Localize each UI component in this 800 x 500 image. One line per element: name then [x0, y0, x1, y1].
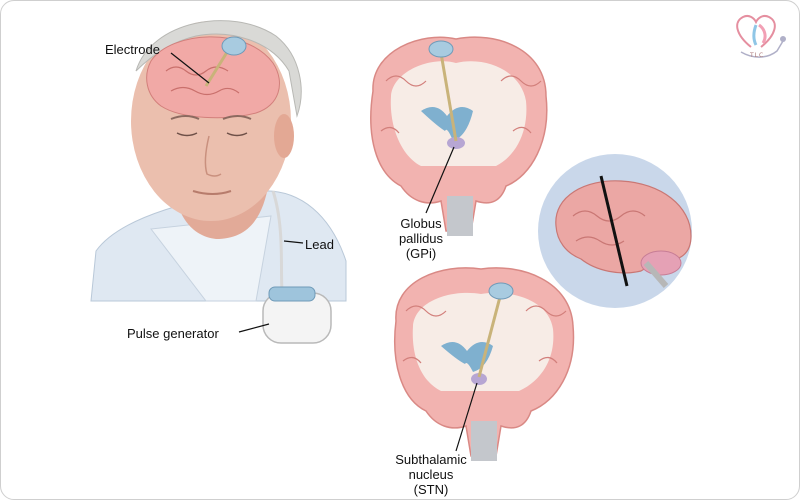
gpi-leader — [425, 146, 455, 214]
label-gpi-line1: Globus — [400, 216, 442, 231]
brain-section-stn — [394, 267, 575, 461]
patient-hair — [135, 20, 302, 118]
patient-illustration — [90, 20, 347, 344]
label-stn-line3: (STN) — [413, 482, 449, 497]
label-electrode: Electrode — [105, 42, 160, 57]
gpi-electrode-lead — [439, 52, 458, 142]
label-lead: Lead — [305, 237, 334, 252]
head-electrode-disc — [221, 36, 247, 56]
pulse-generator-leader — [238, 323, 270, 333]
inset-section-line — [599, 175, 629, 287]
label-gpi-line2: pallidus — [398, 231, 444, 246]
electrode-leader — [170, 52, 210, 84]
brain-section-gpi — [370, 36, 548, 236]
label-pulse-generator: Pulse generator — [127, 326, 219, 341]
logo-text: TLC — [750, 52, 765, 59]
label-gpi: Globus pallidus (GPi) — [381, 216, 461, 261]
inset-brain-side-view — [538, 154, 692, 308]
pulse-generator-device — [262, 286, 332, 344]
label-stn: Subthalamic nucleus (STN) — [386, 452, 476, 497]
ventricle-stn — [441, 342, 493, 372]
label-stn-line1: Subthalamic — [395, 452, 467, 467]
label-gpi-line3: (GPi) — [405, 246, 437, 261]
stn-leader — [455, 382, 478, 452]
stn-electrode-lead — [477, 292, 503, 378]
lead-leader — [283, 240, 304, 244]
heart-stethoscope-logo-icon — [736, 14, 786, 58]
ventricle-gpi — [421, 107, 473, 141]
label-stn-line2: nucleus — [408, 467, 454, 482]
